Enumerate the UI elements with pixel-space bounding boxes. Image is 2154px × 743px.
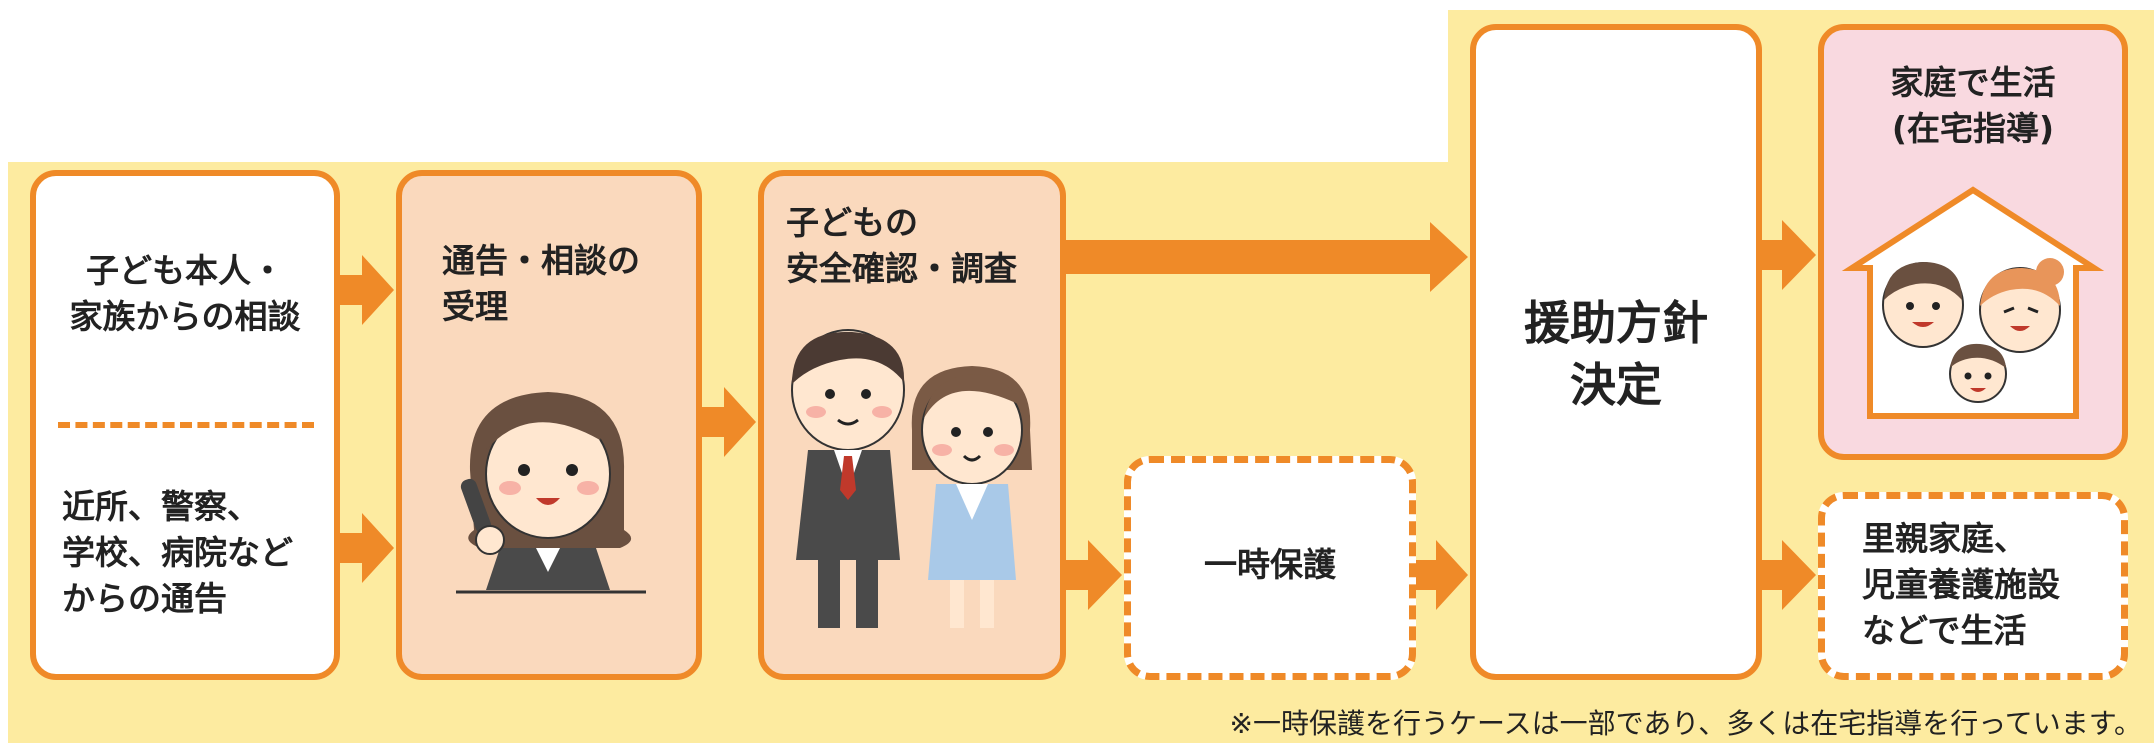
arrow-decision-to-foster: [1762, 540, 1816, 610]
foster-care-box: [1818, 492, 2128, 680]
investigation-label: 子どもの 安全確認・調査: [786, 203, 1017, 288]
temporary-protection-label: 一時保護: [1204, 545, 1336, 584]
arrow-investigation-to-decision: [1066, 222, 1468, 292]
decision-label: 援助方針 決定: [1524, 296, 1708, 412]
arrow-self-to-reception: [340, 255, 394, 325]
footnote: ※一時保護を行うケースは一部であり、多くは在宅指導を行っています。: [1229, 707, 2142, 740]
arrow-report-to-reception: [340, 513, 394, 583]
decision-box: [1470, 24, 1762, 680]
arrow-temporary-to-decision: [1416, 540, 1468, 610]
arrow-investigation-to-temporary: [1066, 540, 1122, 610]
arrow-reception-to-investigation: [702, 387, 756, 457]
home-life-label: 家庭で生活 (在宅指導): [1890, 63, 2056, 148]
arrow-decision-to-home: [1762, 220, 1816, 290]
divider-dashed: [58, 422, 314, 428]
reception-label: 通告・相談の 受理: [442, 241, 640, 326]
report-label: 近所、警察、 学校、病院など からの通告: [62, 487, 293, 618]
staff-pair-icon: [791, 329, 1032, 628]
family-house-icon: [1841, 186, 2105, 419]
temporary-protection-box: [1124, 456, 1416, 680]
self-consult-label: 子ども本人・ 家族からの相談: [69, 251, 301, 336]
foster-care-label: 里親家庭、 児童養護施設 などで生活: [1862, 519, 2060, 650]
woman-on-phone-icon: [456, 392, 646, 594]
